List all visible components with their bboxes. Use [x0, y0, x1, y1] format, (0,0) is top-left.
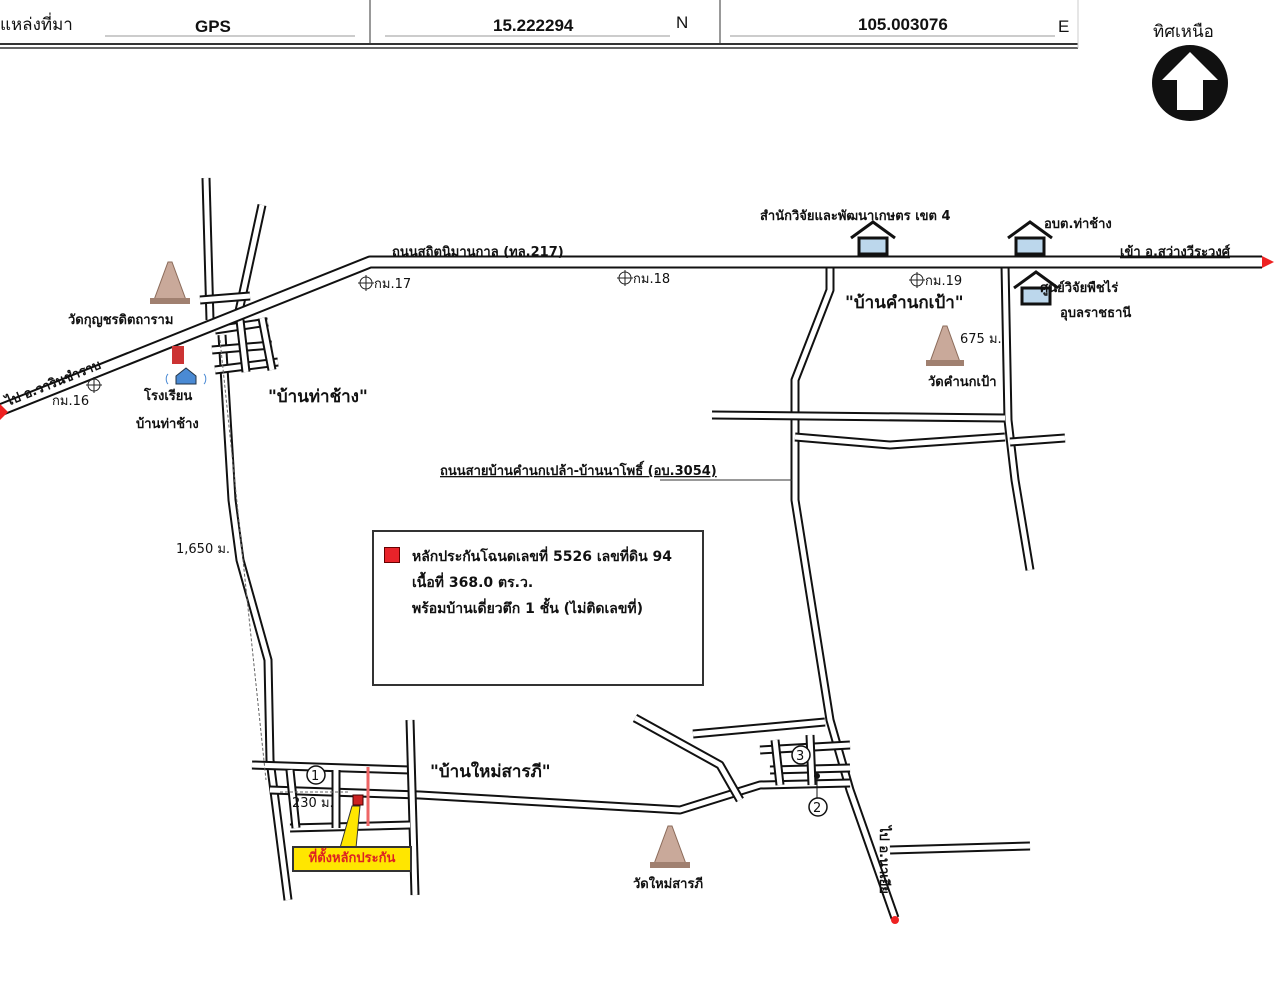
school-label-1: โรงเรียน: [143, 387, 192, 404]
header-table: แหล่งที่มา GPS 15.222294 N 105.003076 E: [0, 0, 1079, 49]
crop-center-label-1: ศูนย์วิจัยพืชไร่: [1040, 279, 1118, 296]
km-marker-19: กม.19: [909, 272, 962, 289]
point-2: 2: [808, 797, 828, 817]
road: [889, 843, 1031, 853]
secondary-road-label: ถนนสายบ้านคำนกเปล้า-บ้านนาโพธิ์ (อบ.3054…: [440, 460, 717, 479]
road: [269, 780, 851, 813]
svg-text:3: 3: [796, 749, 804, 764]
latitude-dir: N: [676, 13, 688, 32]
legend-box: หลักประกันโฉนดเลขที่ 5526 เลขที่ดิน 94 เ…: [372, 530, 704, 686]
km-marker-18: กม.18: [617, 270, 670, 287]
crop-center-label-2: อุบลราชธานี: [1060, 305, 1131, 321]
building-icon: [1013, 270, 1059, 306]
svg-text:กม.19: กม.19: [925, 274, 962, 289]
km-marker-16: กม.16: [52, 377, 102, 409]
legend-line-3: พร้อมบ้านเดี่ยวตึก 1 ชั้น (ไม่ติดเลขที่): [412, 601, 644, 617]
village-mai-saraphi: "บ้านใหม่สารภี": [430, 761, 551, 782]
research-office-label: สำนักวิจัยและพัฒนาเกษตร เขต 4: [760, 208, 951, 224]
arrow-south-icon: [891, 916, 899, 924]
road: [287, 769, 299, 829]
distance-line: [219, 339, 267, 781]
source-value: GPS: [195, 17, 231, 36]
arrow-west-icon: [0, 404, 8, 420]
road: [692, 719, 826, 737]
road: [1002, 264, 1033, 571]
school-icon: [165, 346, 207, 385]
road: [219, 334, 291, 901]
road: [772, 739, 783, 786]
to-sawang-label: เข้า อ.สว่างวีระวงศ์: [1120, 244, 1231, 260]
road: [237, 319, 249, 373]
legend-line-2: เนื้อที่ 368.0 ตร.ว.: [412, 575, 534, 591]
longitude-dir: E: [1058, 17, 1069, 36]
road: [259, 317, 275, 371]
distance-230: 230 ม.: [292, 796, 334, 811]
svg-text:2: 2: [813, 801, 821, 816]
road: [633, 715, 743, 802]
village-kham-nok-pao: "บ้านคำนกเป้า": [845, 293, 964, 313]
svg-text:1: 1: [311, 769, 319, 784]
point-1: 1: [306, 765, 326, 785]
village-tha-chang: "บ้านท่าช้าง": [268, 387, 368, 407]
building-icon: [1007, 220, 1053, 256]
svg-text:กม.16: กม.16: [52, 394, 89, 409]
distance-675: 675 ม.: [960, 332, 1002, 347]
main-road: [0, 257, 1262, 415]
road: [807, 734, 815, 786]
legend-line-1: หลักประกันโฉนดเลขที่ 5526 เลขที่ดิน 94: [412, 549, 673, 565]
main-road-label: ถนนสถิตนิมานกาล (ทล.217): [392, 245, 564, 260]
svg-text:กม.17: กม.17: [374, 277, 411, 292]
school-label-2: บ้านท่าช้าง: [136, 416, 199, 432]
wat-kunchon-label: วัดกุญชรดิตถาราม: [68, 313, 173, 328]
point-3: 3: [791, 745, 811, 765]
road-network: [0, 177, 1262, 920]
road: [711, 412, 1006, 421]
svg-text:กม.18: กม.18: [633, 272, 670, 287]
temple-icon: [926, 325, 964, 366]
longitude: 105.003076: [858, 15, 948, 34]
arrow-east-icon: [1262, 256, 1274, 268]
property-marker: [352, 794, 364, 806]
obt-label: อบต.ท่าช้าง: [1044, 216, 1112, 232]
wat-mai-saraphi-label: วัดใหม่สารภี: [633, 875, 703, 892]
property-marker-icon: [384, 547, 400, 563]
road: [794, 434, 1006, 448]
temple-icon: [150, 261, 190, 304]
distance-1650: 1,650 ม.: [176, 542, 230, 557]
wat-kham-nok-pao-label: วัดคำนกเป้า: [928, 374, 997, 390]
building-icon: [850, 220, 896, 256]
north-arrow-icon: [1152, 45, 1228, 121]
source-label: แหล่งที่มา: [0, 12, 73, 34]
road: [233, 204, 265, 326]
latitude: 15.222294: [493, 16, 574, 35]
road: [199, 293, 251, 303]
to-nayia-label: ไป อ.นาเยีย: [876, 824, 893, 894]
site-label: ที่ตั้งหลักประกัน: [292, 846, 412, 872]
north-label: ทิศเหนือ: [1153, 22, 1214, 41]
road: [1009, 435, 1066, 445]
km-marker-17: กม.17: [358, 275, 411, 292]
road: [251, 762, 411, 773]
road: [792, 265, 898, 919]
temple-icon: [650, 825, 690, 868]
road: [407, 719, 418, 896]
